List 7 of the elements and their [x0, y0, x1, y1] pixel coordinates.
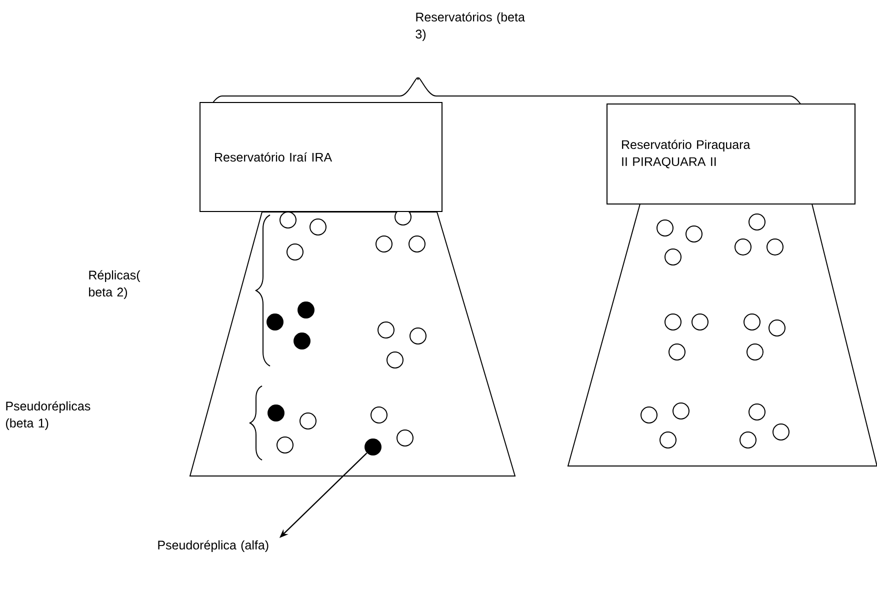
reservoir-box: Reservatório Piraquara II PIRAQUARA II	[606, 104, 856, 204]
reservoir-box: Reservatório Iraí IRA	[200, 102, 442, 212]
label-text: Reservatórios (beta 3)	[416, 12, 525, 41]
label-text: Pseudoréplicas (beta 1)	[6, 401, 90, 430]
label-text: Pseudoréplica (alfa)	[158, 540, 268, 552]
label-text: Réplicas( beta 2)	[89, 270, 140, 299]
sample-dot	[364, 438, 382, 456]
